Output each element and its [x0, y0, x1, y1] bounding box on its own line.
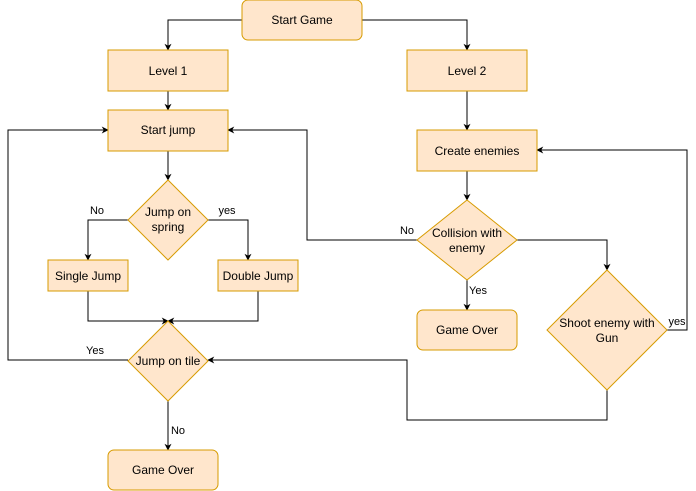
edge-label-spring-yes: yes: [218, 205, 236, 217]
start-game-label: Start Game: [271, 13, 333, 27]
single-jump-label: Single Jump: [55, 269, 121, 283]
game-over-right-label: Game Over: [436, 323, 498, 337]
collision-label-line2: enemy: [449, 241, 485, 255]
edge-collision-to-shoot: [517, 239, 611, 271]
shoot-enemy-label-line2: Gun: [596, 331, 619, 345]
collision-label-line1: Collision with: [432, 226, 502, 240]
edge-label-spring-no: No: [90, 205, 104, 217]
shoot-enemy-label-line1: Shoot enemy with: [559, 316, 654, 330]
start-jump-node: Start jump: [107, 109, 229, 152]
edge-start-to-level2: [362, 19, 471, 51]
single-jump-node: Single Jump: [47, 259, 129, 292]
game-over-left-label: Game Over: [132, 463, 194, 477]
create-enemies-label: Create enemies: [435, 144, 520, 158]
jump-on-tile-label: Jump on tile: [136, 354, 201, 368]
level2-node: Level 2: [406, 49, 528, 92]
level1-node: Level 1: [107, 49, 229, 92]
start-jump-label: Start jump: [141, 123, 196, 137]
level1-label: Level 1: [149, 64, 188, 78]
edge-double-to-tile: [167, 291, 259, 325]
jump-on-spring-decision: Jump on spring: [127, 179, 209, 261]
start-game-node: Start Game: [241, 0, 363, 41]
double-jump-label: Double Jump: [223, 269, 294, 283]
edge-label-tile-no: No: [171, 425, 185, 437]
shoot-enemy-decision: Shoot enemy with Gun: [546, 269, 668, 391]
edge-shoot-to-tile: [207, 356, 608, 421]
edge-label-collision-yes: Yes: [469, 285, 487, 297]
edge-single-to-tile: [87, 291, 169, 325]
edge-spring-no-to-single: [84, 219, 128, 261]
edge-shoot-yes-to-createenemies: [536, 146, 688, 331]
double-jump-node: Double Jump: [217, 259, 299, 292]
edge-label-tile-yes: Yes: [86, 345, 104, 357]
game-over-right-node: Game Over: [416, 309, 518, 351]
edge-label-collision-no: No: [400, 225, 414, 237]
game-over-left-node: Game Over: [107, 449, 219, 491]
create-enemies-node: Create enemies: [416, 129, 538, 172]
jump-on-spring-label-line1: Jump on: [145, 205, 191, 219]
jump-on-spring-label-line2: spring: [152, 220, 185, 234]
edge-tile-yes-to-startjump: [7, 126, 128, 361]
edge-spring-yes-to-double: [208, 219, 252, 261]
edge-label-shoot-yes: yes: [668, 316, 686, 328]
jump-on-tile-decision: Jump on tile: [127, 320, 209, 402]
edge-collision-no-to-startjump: [227, 126, 417, 241]
collision-decision: Collision with enemy: [416, 199, 518, 281]
level2-label: Level 2: [448, 64, 487, 78]
edge-start-to-level1: [164, 19, 242, 51]
